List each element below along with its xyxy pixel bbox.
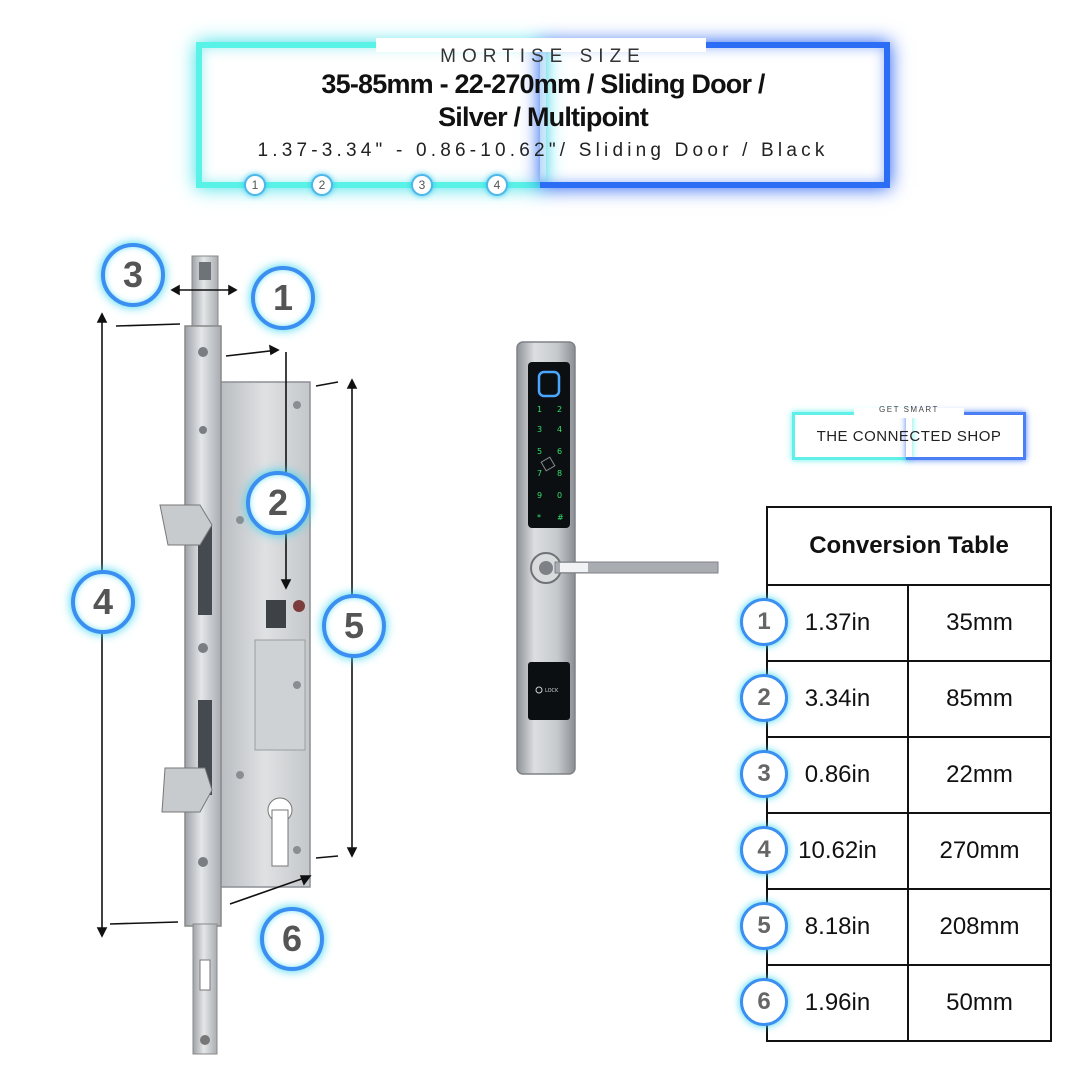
table-cell-inches: 0.86in xyxy=(766,736,909,814)
callout-6: 6 xyxy=(260,907,324,971)
svg-text:3: 3 xyxy=(537,425,542,434)
table-row-number-5: 5 xyxy=(740,902,788,950)
header-step-4: 4 xyxy=(486,174,508,196)
neon-frame-gap xyxy=(376,38,706,52)
lock-case xyxy=(219,381,311,888)
lock-brand-text: LOCK xyxy=(545,688,559,694)
svg-text:*: * xyxy=(537,513,541,522)
cylinder-cutout xyxy=(267,797,293,867)
svg-text:1: 1 xyxy=(537,405,542,414)
header-step-3: 3 xyxy=(411,174,433,196)
svg-text:4: 4 xyxy=(557,425,562,434)
callout-1: 1 xyxy=(251,266,315,330)
lock-brand-icon xyxy=(535,686,543,694)
header-step-1: 1 xyxy=(244,174,266,196)
svg-text:2: 2 xyxy=(557,405,562,414)
table-cell-mm: 22mm xyxy=(907,736,1052,814)
svg-text:7: 7 xyxy=(537,469,542,478)
table-cell-mm: 270mm xyxy=(907,812,1052,890)
keypad-digits: 1 2 3 4 5 6 7 8 9 0 * # xyxy=(537,405,564,522)
neon-frame-right xyxy=(540,42,890,188)
table-cell-inches: 1.96in xyxy=(766,964,909,1042)
table-row: 1.37in 35mm xyxy=(766,584,1052,662)
table-title: Conversion Table xyxy=(766,506,1052,586)
header-title-line1: 35-85mm - 22-270mm / Sliding Door / xyxy=(321,69,765,99)
logo-eyebrow: GET SMART xyxy=(879,405,939,414)
logo-name: THE CONNECTED SHOP xyxy=(816,428,1002,445)
case-screws xyxy=(236,401,301,854)
callout-2: 2 xyxy=(246,471,310,535)
nfc-icon xyxy=(540,456,556,472)
upper-hook-bolt xyxy=(159,504,213,615)
keypad-panel xyxy=(528,362,570,528)
svg-text:5: 5 xyxy=(537,447,542,456)
table-cell-mm: 50mm xyxy=(907,964,1052,1042)
callout-3: 3 xyxy=(101,243,165,307)
header-title-line2: Silver / Multipoint xyxy=(438,102,649,132)
table-row-number-6: 6 xyxy=(740,978,788,1026)
header-eyebrow: MORTISE SIZE xyxy=(440,46,646,67)
table-header-row: Conversion Table xyxy=(766,506,1052,586)
lower-hook-bolt xyxy=(161,700,213,813)
table-cell-inches: 1.37in xyxy=(766,584,909,662)
table-cell-mm: 208mm xyxy=(907,888,1052,966)
table-row: 3.34in 85mm xyxy=(766,660,1052,738)
svg-text:9: 9 xyxy=(537,491,542,500)
lock-follower-hub xyxy=(266,600,305,628)
table-row: 10.62in 270mm xyxy=(766,812,1052,890)
faceplate-top-tab xyxy=(191,255,219,329)
callout-4: 4 xyxy=(71,570,135,634)
header-subtitle: 1.37-3.34" - 0.86-10.62"/ Sliding Door /… xyxy=(257,140,829,161)
svg-text:0: 0 xyxy=(557,491,562,500)
table-cell-mm: 85mm xyxy=(907,660,1052,738)
header-text: MORTISE SIZE 35-85mm - 22-270mm / Slidin… xyxy=(196,44,890,162)
callout-5: 5 xyxy=(322,594,386,658)
fingerprint-sensor-icon xyxy=(537,370,561,398)
conversion-table: Conversion Table 1.37in 35mm 3.34in 85mm… xyxy=(766,506,1052,1042)
faceplate xyxy=(184,325,222,927)
table-cell-mm: 35mm xyxy=(907,584,1052,662)
smart-lock-handle: 1 2 3 4 5 6 7 8 9 0 * # LOCK xyxy=(516,341,719,775)
table-cell-inches: 10.62in xyxy=(766,812,909,890)
logo-frame xyxy=(792,408,1026,460)
neon-frame-left xyxy=(196,42,546,188)
svg-text:6: 6 xyxy=(557,447,562,456)
header-steps: 1 2 3 4 xyxy=(0,174,1080,198)
table-row-number-4: 4 xyxy=(740,826,788,874)
svg-text:8: 8 xyxy=(557,469,562,478)
lever-arm xyxy=(554,561,719,574)
table-cell-inches: 3.34in xyxy=(766,660,909,738)
table-row-number-3: 3 xyxy=(740,750,788,798)
table-row-number-2: 2 xyxy=(740,674,788,722)
table-row-number-1: 1 xyxy=(740,598,788,646)
table-row: 8.18in 208mm xyxy=(766,888,1052,966)
table-row: 1.96in 50mm xyxy=(766,964,1052,1042)
lock-case-inset xyxy=(254,639,306,751)
table-cell-inches: 8.18in xyxy=(766,888,909,966)
table-row: 0.86in 22mm xyxy=(766,736,1052,814)
svg-text:#: # xyxy=(557,513,564,522)
header-neon-frame xyxy=(196,38,890,192)
header-step-2: 2 xyxy=(311,174,333,196)
faceplate-bottom-tab xyxy=(192,923,218,1055)
lock-module-panel xyxy=(528,662,570,720)
